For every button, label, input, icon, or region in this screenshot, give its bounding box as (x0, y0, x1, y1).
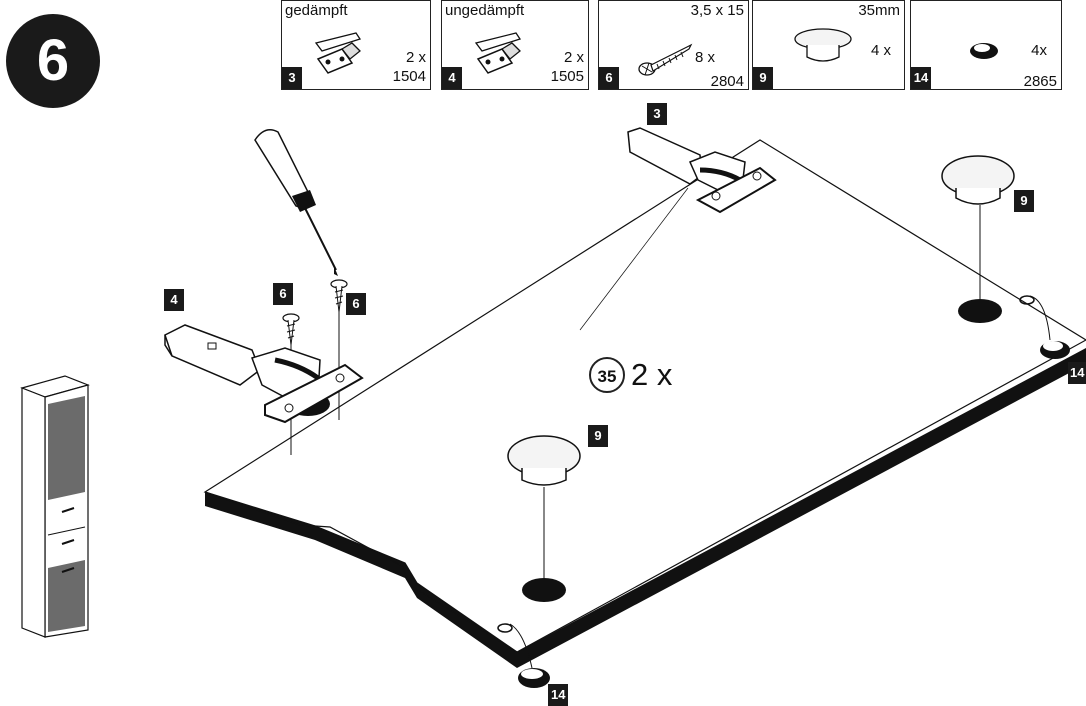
part-quantity: 2 x (405, 49, 426, 66)
part-name: 3,5 x 15 (690, 2, 744, 19)
screw-icon-b (330, 279, 348, 313)
part-tag: 4 (442, 67, 462, 89)
part-code: 1505 (550, 68, 584, 85)
part-name: 35mm (858, 2, 900, 19)
adjustable-foot-icon (794, 28, 852, 62)
part-tag: 9 (753, 67, 773, 89)
furniture-glide-front-icon (497, 623, 550, 688)
circled-part-number: 35 (589, 356, 625, 393)
part-quantity: 4x (1031, 42, 1047, 59)
part-code: 2804 (710, 73, 744, 90)
callout-hinge-top: 3 (647, 103, 667, 125)
part-tag: 14 (911, 67, 931, 89)
furniture-glide-right-icon (1019, 295, 1070, 359)
panel-cutout (204, 491, 518, 653)
hinge-left-icon (164, 324, 364, 424)
part-tag: 6 (599, 67, 619, 89)
screw-icon-a (282, 313, 300, 346)
callout-screw-a: 6 (273, 283, 293, 305)
cabinet-pictogram (20, 375, 90, 638)
foot-hole-front (522, 578, 566, 602)
part-quantity: 8 x (695, 49, 716, 66)
part-code: 2865 (1023, 73, 1057, 90)
panel-top-face (203, 139, 1086, 653)
callout-glide-front: 14 (548, 684, 569, 706)
undamped-hinge-icon (474, 32, 522, 74)
step-number: 6 (36, 28, 70, 93)
screw-icon (638, 43, 693, 76)
step-number-badge: 6 (6, 14, 100, 108)
furniture-glide-icon (970, 43, 998, 59)
part-box-foot: 35mm 4 x 9 (752, 0, 905, 90)
part-box-glide: 4x 2865 14 (910, 0, 1062, 90)
adjustable-foot-front-icon (507, 435, 581, 486)
callout-glide-right: 14 (1068, 362, 1086, 384)
callout-foot-back: 9 (1014, 190, 1034, 212)
callout-hinge-left: 4 (164, 289, 184, 311)
part-code: 1504 (392, 68, 426, 85)
repeat-times: 2 x (631, 356, 673, 392)
part-box-hinge-damped: gedämpft 2 x 1504 3 (281, 0, 431, 90)
adjustable-foot-back-icon (941, 155, 1015, 205)
damped-hinge-icon (314, 32, 362, 74)
callout-foot-front: 9 (588, 425, 608, 447)
part-box-screw: 3,5 x 15 8 x 2804 6 (598, 0, 749, 90)
part-quantity: 2 x (563, 49, 584, 66)
part-name: gedämpft (285, 2, 348, 19)
hinge-top-icon (627, 127, 777, 214)
part-name: ungedämpft (445, 2, 525, 19)
foot-hole-back (958, 299, 1002, 323)
part-box-hinge-undamped: ungedämpft 2 x 1505 4 (441, 0, 589, 90)
callout-screw-b: 6 (346, 293, 366, 315)
screwdriver-icon (254, 129, 338, 276)
part-quantity: 4 x (871, 42, 892, 59)
part-tag: 3 (282, 67, 302, 89)
